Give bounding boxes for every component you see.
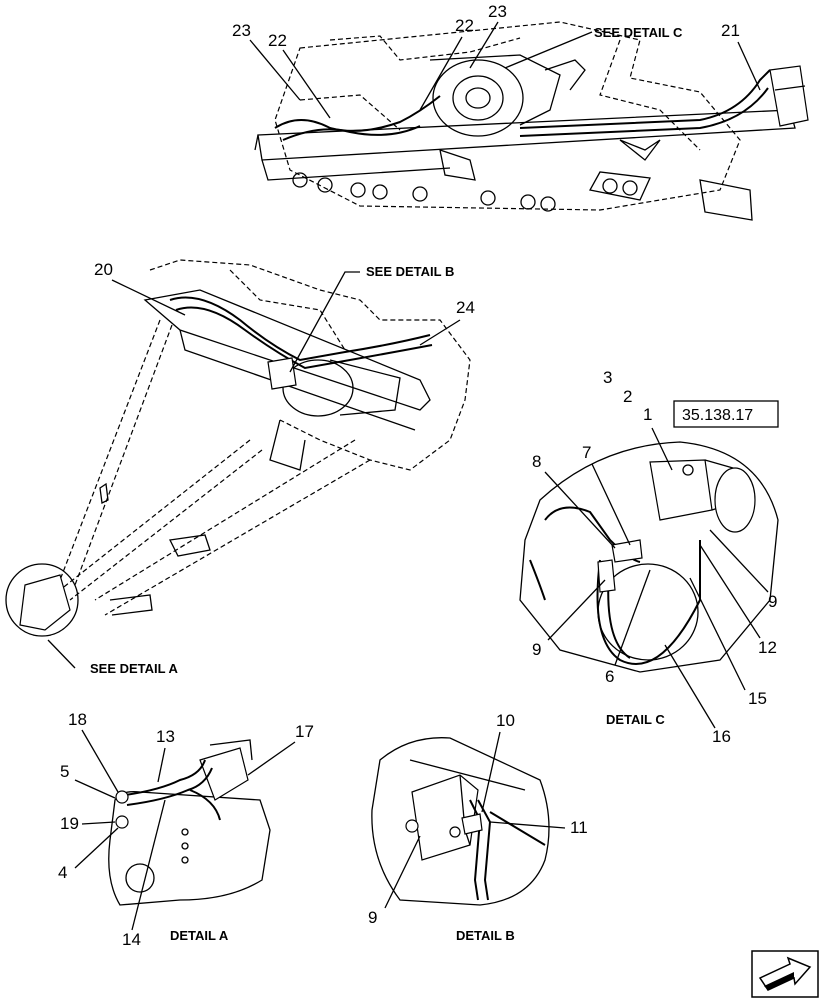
middle-hitch-assembly: [59, 259, 471, 616]
callout-10: 10: [496, 711, 515, 730]
callout-12: 12: [758, 638, 777, 657]
roller-wheels: [292, 172, 638, 212]
callout-16: 16: [712, 727, 731, 746]
callout-9: 9: [532, 640, 541, 659]
see-detail-c-label: SEE DETAIL C: [594, 25, 683, 40]
callout-4: 4: [58, 863, 67, 882]
detail-b-view: [371, 737, 550, 906]
callout-22: 22: [455, 16, 474, 35]
detail-a-caption: DETAIL A: [170, 928, 229, 943]
callout-1: 1: [643, 405, 652, 424]
callout-19: 19: [60, 814, 79, 833]
callout-13: 13: [156, 727, 175, 746]
callout-6: 6: [605, 667, 614, 686]
callout-17: 17: [295, 722, 314, 741]
callout-14: 14: [122, 930, 141, 949]
detail-c-view: [519, 441, 779, 673]
callout-21: 21: [721, 21, 740, 40]
reference-box: 35.138.17: [673, 400, 779, 428]
callout-5: 5: [60, 762, 69, 781]
see-detail-a-label: SEE DETAIL A: [90, 661, 178, 676]
detail-a-marker: [5, 563, 79, 637]
callout-11: 11: [570, 818, 588, 837]
see-detail-b-label: SEE DETAIL B: [366, 264, 454, 279]
callout-8: 8: [532, 452, 541, 471]
callout-18: 18: [68, 710, 87, 729]
callout-9: 9: [768, 592, 777, 611]
callout-3: 3: [603, 368, 612, 387]
arrow-right-icon[interactable]: [751, 950, 819, 998]
top-frame-assembly: [254, 21, 809, 221]
callout-2: 2: [623, 387, 632, 406]
callout-22: 22: [268, 31, 287, 50]
callout-15: 15: [748, 689, 767, 708]
callout-20: 20: [94, 260, 113, 279]
callout-7: 7: [582, 443, 591, 462]
callout-9: 9: [368, 908, 377, 927]
detail-b-caption: DETAIL B: [456, 928, 515, 943]
detail-a-view: [108, 739, 271, 906]
detail-c-caption: DETAIL C: [606, 712, 665, 727]
reference-box-text: 35.138.17: [682, 407, 753, 424]
callout-24: 24: [456, 298, 475, 317]
callout-23: 23: [232, 21, 251, 40]
callout-23: 23: [488, 2, 507, 21]
